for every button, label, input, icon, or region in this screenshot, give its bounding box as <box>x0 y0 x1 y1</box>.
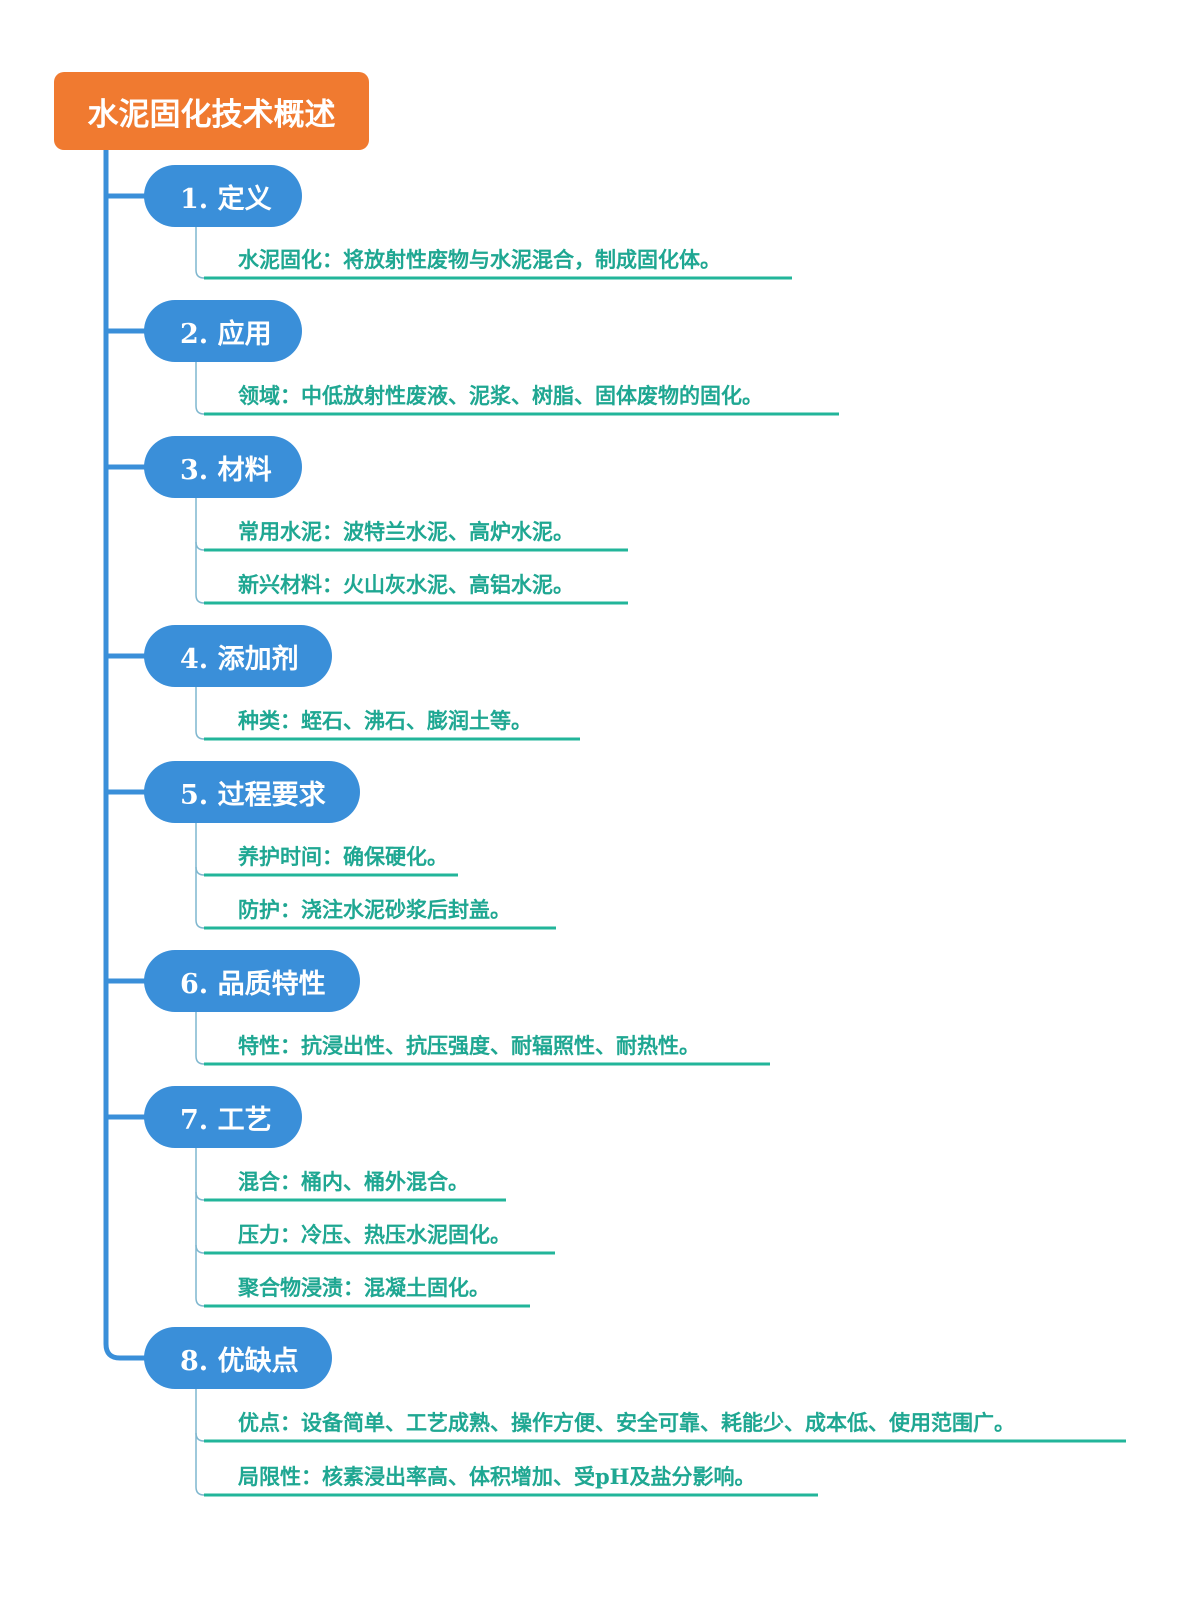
section-node[interactable]: 4. 添加剂 <box>144 625 332 687</box>
leaf-item[interactable]: 常用水泥：波特兰水泥、高炉水泥。 <box>238 519 574 544</box>
trunk-line <box>103 150 150 1361</box>
branch-line <box>195 498 205 604</box>
section-label: 6. 品质特性 <box>180 968 326 1000</box>
leaf-item[interactable]: 混合：桶内、桶外混合。 <box>238 1169 469 1194</box>
section-node[interactable]: 3. 材料 <box>144 436 302 498</box>
section-node[interactable]: 7. 工艺 <box>144 1086 302 1148</box>
leaf-item[interactable]: 特性：抗浸出性、抗压强度、耐辐照性、耐热性。 <box>238 1033 700 1058</box>
section-label: 8. 优缺点 <box>180 1345 299 1377</box>
section-node[interactable]: 6. 品质特性 <box>144 950 360 1012</box>
branch-line <box>195 1148 205 1307</box>
leaf-item[interactable]: 水泥固化：将放射性废物与水泥混合，制成固化体。 <box>238 247 721 272</box>
section-node[interactable]: 5. 过程要求 <box>144 761 360 823</box>
branch-line <box>195 1432 205 1442</box>
section-node[interactable]: 8. 优缺点 <box>144 1327 332 1389</box>
branch-line <box>195 1012 205 1065</box>
leaf-item[interactable]: 养护时间：确保硬化。 <box>238 844 448 869</box>
leaf-item[interactable]: 局限性：核素浸出率高、体积增加、受pH及盐分影响。 <box>238 1464 756 1489</box>
root-topic[interactable]: 水泥固化技术概述 <box>54 72 369 150</box>
root-title: 水泥固化技术概述 <box>87 96 336 133</box>
branch-line <box>195 866 205 876</box>
section-label: 4. 添加剂 <box>180 643 299 675</box>
leaf-item[interactable]: 新兴材料：火山灰水泥、高铝水泥。 <box>238 572 574 597</box>
section-label: 1. 定义 <box>180 183 272 215</box>
leaf-item[interactable]: 压力：冷压、热压水泥固化。 <box>238 1222 511 1247</box>
section-label: 5. 过程要求 <box>180 779 326 811</box>
leaf-item[interactable]: 领域：中低放射性废液、泥浆、树脂、固体废物的固化。 <box>238 383 763 408</box>
section-label: 2. 应用 <box>180 318 272 350</box>
section-label: 7. 工艺 <box>180 1104 272 1136</box>
branch-line <box>195 227 205 279</box>
leaf-item[interactable]: 聚合物浸渍：混凝土固化。 <box>238 1275 490 1300</box>
branch-line <box>195 541 205 551</box>
leaf-item[interactable]: 优点：设备简单、工艺成熟、操作方便、安全可靠、耗能少、成本低、使用范围广。 <box>238 1410 1015 1435</box>
branch-line <box>195 1191 205 1201</box>
branch-line <box>195 362 205 415</box>
branch-line <box>195 687 205 740</box>
leaf-item[interactable]: 防护：浇注水泥砂浆后封盖。 <box>238 897 511 922</box>
branch-line <box>195 1244 205 1254</box>
section-node[interactable]: 2. 应用 <box>144 300 302 362</box>
branch-line <box>195 823 205 929</box>
leaf-item[interactable]: 种类：蛭石、沸石、膨润土等。 <box>238 708 532 733</box>
section-node[interactable]: 1. 定义 <box>144 165 302 227</box>
section-label: 3. 材料 <box>180 454 272 486</box>
branch-line <box>195 1389 205 1496</box>
